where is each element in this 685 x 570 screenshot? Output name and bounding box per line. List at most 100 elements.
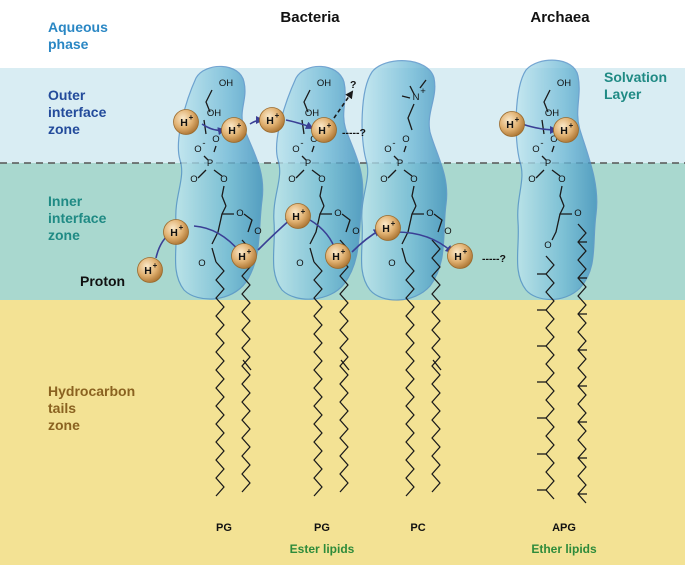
proton-charge: + xyxy=(301,207,306,216)
lipid-pg-1-oh-top: OH xyxy=(219,78,233,89)
proton-label: Proton xyxy=(80,273,125,289)
lipid-pc-ester-2 xyxy=(401,247,407,263)
lipid-pc-tail-1 xyxy=(405,261,415,497)
lipid-pc-o-minus-charge: - xyxy=(392,138,395,149)
question-escape: ? xyxy=(350,79,356,91)
proton-symbol: H xyxy=(332,251,340,263)
proton-sphere xyxy=(499,111,525,137)
lipid-pg-2-bond-o-p xyxy=(311,145,315,153)
lipid-pg-1-o-bridge-1: O xyxy=(212,134,219,145)
lipid-pg-2-glycerol-bond-1 xyxy=(303,89,311,113)
lipid-pg-1-double-bond xyxy=(242,359,252,371)
lipid-pg-1-bond-p-o xyxy=(197,169,207,179)
hydrocarbon-zone-label-line-0: Hydrocarbon xyxy=(48,383,135,399)
proton-charge: + xyxy=(327,121,332,130)
lipid-pg-1-bond-p-o2 xyxy=(213,169,223,177)
aqueous-phase-label-line-0: Aqueous xyxy=(48,19,108,35)
proton-sphere xyxy=(375,215,401,241)
bacteria-header: Bacteria xyxy=(280,9,340,26)
lipid-pg-2-bond-p-o xyxy=(295,169,305,179)
lipid-pc-p-atom: P xyxy=(397,158,403,169)
lipid-pg-2-carbonyl-o-2: O xyxy=(296,258,303,269)
arrow-inner-5-to-6 xyxy=(395,231,454,254)
solvation-blob-apg xyxy=(515,59,598,300)
lipid-pg-2-tail-1 xyxy=(313,261,323,497)
ether-lipids-label: Ether lipids xyxy=(531,542,597,556)
proton-symbol: H xyxy=(228,125,236,137)
lipid-apg-oh-mid: OH xyxy=(545,108,559,119)
lipid-pg-1-p-atom: P xyxy=(207,158,213,169)
lipid-pg-1-glycerol-backbone xyxy=(221,185,227,207)
lipid-pc-bond-p-o2 xyxy=(403,169,413,177)
solvation-blobs xyxy=(174,59,598,301)
solvation-layer-label-line-0: Solvation xyxy=(604,69,667,85)
proton-charge: + xyxy=(391,219,396,228)
lipid-apg-o-bridge-2: O xyxy=(558,174,565,185)
lipid-pg-1-ester-1 xyxy=(243,213,253,233)
lipid-apg-o-double: O xyxy=(528,174,535,185)
proton-4: H+ xyxy=(311,117,337,143)
dashed-link-outer: -----? xyxy=(342,127,366,139)
hydrocarbon-zone xyxy=(0,300,685,565)
proton-symbol: H xyxy=(560,125,568,137)
lipid-label-pg-1: PG xyxy=(216,522,232,534)
proton-charge: + xyxy=(515,115,520,124)
proton-6: H+ xyxy=(137,257,163,283)
proton-charge: + xyxy=(341,247,346,256)
solvation-blob-pc xyxy=(360,60,448,301)
lipid-pc-methyl-3 xyxy=(401,95,411,99)
lipid-apg-phytanyl-2 xyxy=(577,223,587,504)
lipid-apg-glycerol-bond-2 xyxy=(541,119,545,135)
proton-charge: + xyxy=(237,121,242,130)
lipid-apg-glycerol-bond-1 xyxy=(543,89,551,113)
lipid-pc-choline-chain xyxy=(407,103,415,131)
lipid-pc-methyl-1 xyxy=(409,85,415,95)
lipid-apg-ether-o-1: O xyxy=(574,208,581,219)
lipid-pg-1-o-minus-charge: - xyxy=(202,138,205,149)
proton-charge: + xyxy=(247,247,252,256)
lipid-pg-1-o-double: O xyxy=(190,174,197,185)
hydrocarbon-zone-label-line-1: tails xyxy=(48,400,76,416)
lipid-apg-bond-p-o xyxy=(535,169,545,179)
lipid-pc-o-double: O xyxy=(380,174,387,185)
lipid-pg-2-o-double: O xyxy=(288,174,295,185)
lipid-pg-2-o-minus: O xyxy=(292,144,299,155)
proton-charge: + xyxy=(179,223,184,232)
proton-3: H+ xyxy=(259,107,285,133)
outer-interface-label-line-2: zone xyxy=(48,121,80,137)
lipid-pg-1-backbone-3 xyxy=(211,213,223,245)
proton-charge: + xyxy=(189,113,194,122)
outer-interface-label-line-0: Outer xyxy=(48,87,86,103)
proton-12: H+ xyxy=(499,111,525,137)
lipid-pg-1-o-minus: O xyxy=(194,144,201,155)
lipid-pg-2-o-minus-charge: - xyxy=(300,138,303,149)
lipid-pg-1-carbonyl-o-1: O xyxy=(254,226,261,237)
archaea-header: Archaea xyxy=(530,9,590,26)
lipid-pg-2-o-bridge-2: O xyxy=(318,174,325,185)
proton-13: H+ xyxy=(553,117,579,143)
lipid-pc-o-bridge-1: O xyxy=(402,134,409,145)
proton-symbol: H xyxy=(382,223,390,235)
proton-sphere xyxy=(221,117,247,143)
proton-charge: + xyxy=(153,261,158,270)
proton-symbol: H xyxy=(506,119,514,131)
lipid-pc-o-bridge-2: O xyxy=(410,174,417,185)
lipid-pg-1-glycerol-bond-1 xyxy=(205,89,213,113)
aqueous-phase-label-line-1: phase xyxy=(48,36,89,52)
lipid-pc-double-bond xyxy=(432,359,442,371)
aqueous-zone xyxy=(0,0,685,68)
proton-sphere xyxy=(447,243,473,269)
lipid-apg-ether-o-2: O xyxy=(544,240,551,251)
inner-interface-label-line-1: interface xyxy=(48,210,107,226)
proton-sphere xyxy=(137,257,163,283)
inner-interface-label-line-2: zone xyxy=(48,227,80,243)
lipid-pg-1-bond-o-p xyxy=(213,145,217,153)
lipid-apg-o-bridge-1: O xyxy=(550,134,557,145)
lipid-pg-2-double-bond xyxy=(340,359,350,371)
proton-symbol: H xyxy=(170,227,178,239)
lipid-pg-2-ester-2 xyxy=(309,247,315,263)
lipid-pg-1-oh-mid: OH xyxy=(207,108,221,119)
lipid-pc-carbonyl-o-2: O xyxy=(388,258,395,269)
proton-1: H+ xyxy=(173,109,199,135)
